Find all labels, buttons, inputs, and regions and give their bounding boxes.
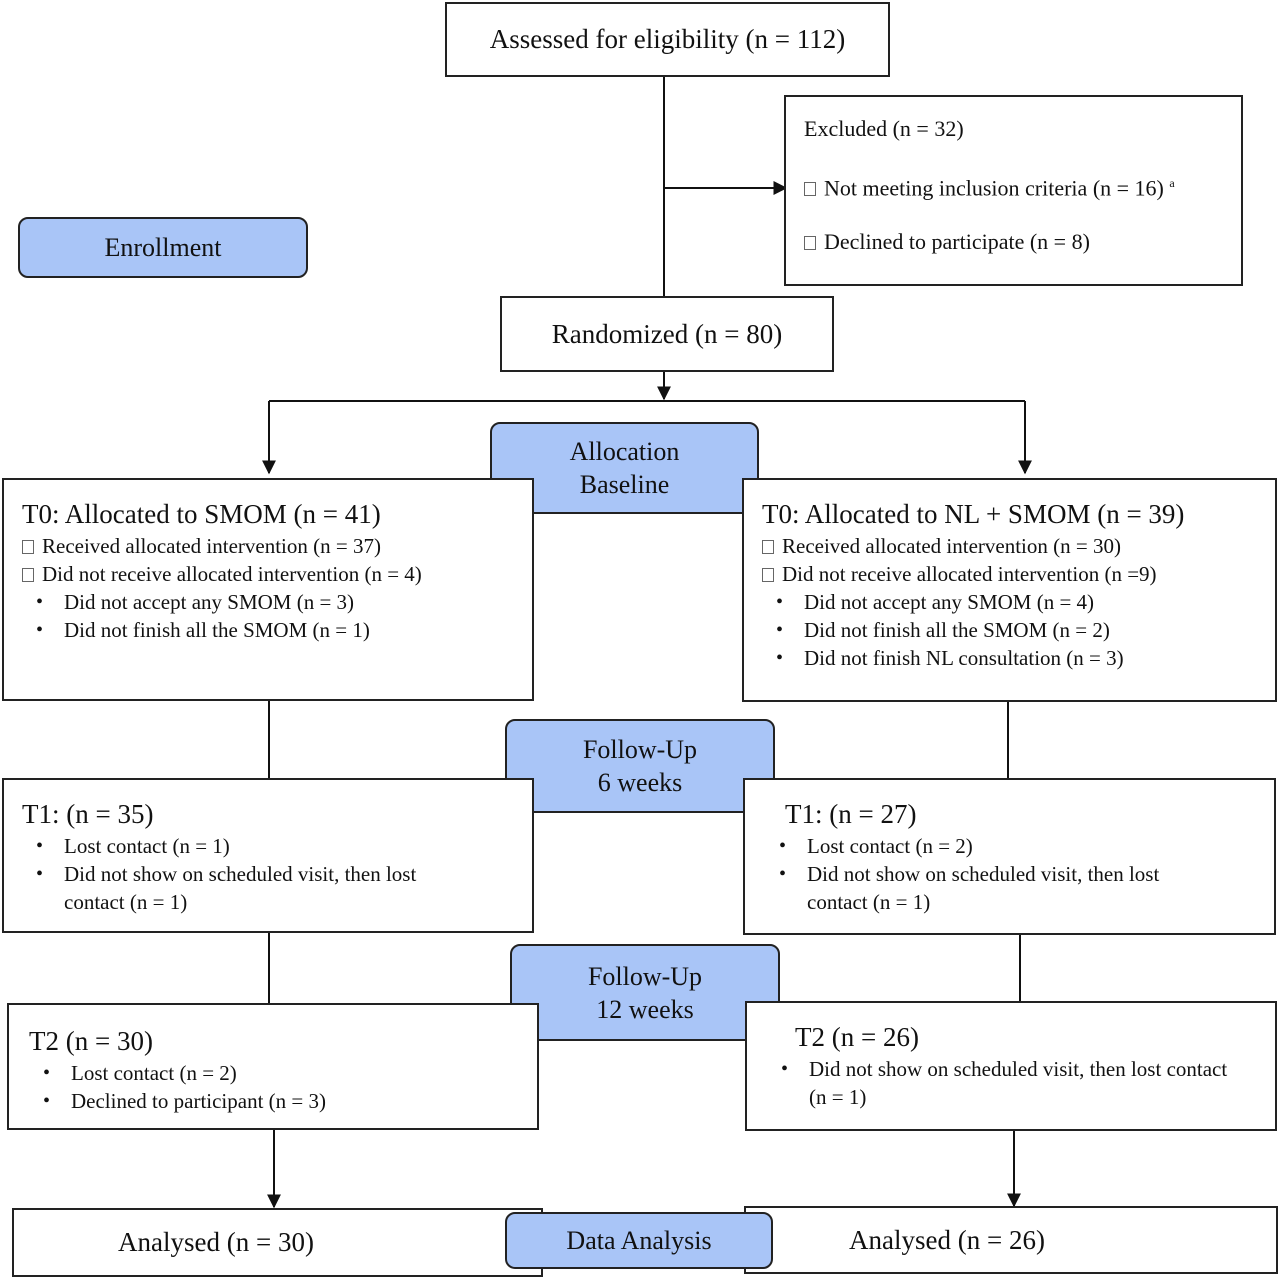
not-received-text: Did not receive allocated intervention (… [42, 562, 422, 586]
excluded-title: Excluded (n = 32) [804, 116, 964, 141]
followup2-right-title: T2 (n = 26) [795, 1022, 919, 1052]
checkbox-square-icon [762, 568, 774, 582]
followup2-left-title: T2 (n = 30) [29, 1026, 153, 1056]
assessed-text: Assessed for eligibility (n = 112) [489, 24, 846, 54]
allocation-left-title: T0: Allocated to SMOM (n = 41) [22, 499, 381, 529]
analysis-right-text: Analysed (n = 26) [849, 1224, 1045, 1255]
stage-followup-6-label: Follow-Up [582, 735, 698, 764]
stage-data-analysis: Data Analysis [505, 1212, 773, 1269]
followup2-right-reason: Did not show on scheduled visit, then lo… [767, 1055, 1229, 1111]
followup1-right-box: T1: (n = 27) Lost contact (n = 2) Did no… [743, 778, 1276, 935]
checkbox-square-icon [804, 236, 816, 251]
followup1-right-reason: Did not show on scheduled visit, then lo… [765, 860, 1207, 916]
allocation-right-reason: Did not finish all the SMOM (n = 2) [762, 616, 1275, 644]
allocation-right-not-received: Did not receive allocated intervention (… [762, 560, 1275, 588]
excluded-item-text: Not meeting inclusion criteria (n = 16) [824, 175, 1164, 201]
stage-followup-12-weeks: Follow-Up 12 weeks [510, 944, 780, 1041]
analysis-right-box: Analysed (n = 26) [744, 1206, 1278, 1274]
checkbox-square-icon [22, 540, 34, 554]
allocation-right-reason: Did not accept any SMOM (n = 4) [762, 588, 1275, 616]
followup2-left-reason: Declined to participant (n = 3) [29, 1087, 537, 1115]
allocation-right-box: T0: Allocated to NL + SMOM (n = 39) Rece… [742, 478, 1277, 702]
checkbox-square-icon [22, 568, 34, 582]
randomized-text: Randomized (n = 80) [551, 318, 783, 349]
stage-allocation: Allocation Baseline [490, 422, 759, 514]
assessed-box: Assessed for eligibility (n = 112) [445, 2, 890, 77]
followup2-left-box: T2 (n = 30) Lost contact (n = 2) Decline… [7, 1003, 539, 1130]
stage-followup-6-sublabel: 6 weeks [597, 768, 683, 797]
excluded-item: Declined to participate (n = 8) [804, 228, 1241, 256]
checkbox-square-icon [762, 540, 774, 554]
followup1-right-title: T1: (n = 27) [785, 799, 917, 829]
excluded-item: Not meeting inclusion criteria (n = 16) … [804, 169, 1241, 202]
followup1-left-box: T1: (n = 35) Lost contact (n = 1) Did no… [2, 778, 534, 933]
not-received-text: Did not receive allocated intervention (… [782, 562, 1157, 586]
stage-followup-12-sublabel: 12 weeks [596, 994, 694, 1024]
allocation-right-reason: Did not finish NL consultation (n = 3) [762, 644, 1275, 672]
followup1-right-reason: Lost contact (n = 2) [765, 832, 1274, 860]
stage-followup-6-weeks: Follow-Up 6 weeks [505, 719, 775, 813]
allocation-left-not-received: Did not receive allocated intervention (… [22, 560, 532, 588]
stage-allocation-label: Allocation [569, 437, 680, 466]
analysis-left-text: Analysed (n = 30) [118, 1227, 314, 1257]
stage-followup-12-label: Follow-Up [587, 961, 703, 991]
stage-data-analysis-label: Data Analysis [566, 1226, 712, 1255]
allocation-left-box: T0: Allocated to SMOM (n = 41) Received … [2, 478, 534, 701]
excluded-item-text: Declined to participate (n = 8) [824, 229, 1090, 255]
followup1-left-reason: Did not show on scheduled visit, then lo… [22, 860, 464, 916]
followup2-right-box: T2 (n = 26) Did not show on scheduled vi… [745, 1001, 1277, 1131]
stage-enrollment-label: Enrollment [104, 233, 222, 262]
stage-enrollment: Enrollment [18, 217, 308, 278]
allocation-left-received: Received allocated intervention (n = 37) [22, 532, 532, 560]
received-text: Received allocated intervention (n = 37) [42, 534, 381, 558]
stage-allocation-sublabel: Baseline [579, 470, 670, 499]
allocation-right-title: T0: Allocated to NL + SMOM (n = 39) [762, 499, 1185, 529]
excluded-box: Excluded (n = 32) Not meeting inclusion … [784, 95, 1243, 286]
followup2-left-reason: Lost contact (n = 2) [29, 1059, 537, 1087]
analysis-left-box: Analysed (n = 30) [12, 1208, 543, 1277]
checkbox-square-icon [804, 182, 816, 197]
allocation-left-reason: Did not finish all the SMOM (n = 1) [22, 616, 532, 644]
footnote-mark: a [1169, 176, 1175, 190]
randomized-box: Randomized (n = 80) [500, 296, 834, 372]
received-text: Received allocated intervention (n = 30) [782, 534, 1121, 558]
allocation-left-reason: Did not accept any SMOM (n = 3) [22, 588, 532, 616]
allocation-right-received: Received allocated intervention (n = 30) [762, 532, 1275, 560]
followup1-left-reason: Lost contact (n = 1) [22, 832, 532, 860]
followup1-left-title: T1: (n = 35) [22, 799, 154, 829]
